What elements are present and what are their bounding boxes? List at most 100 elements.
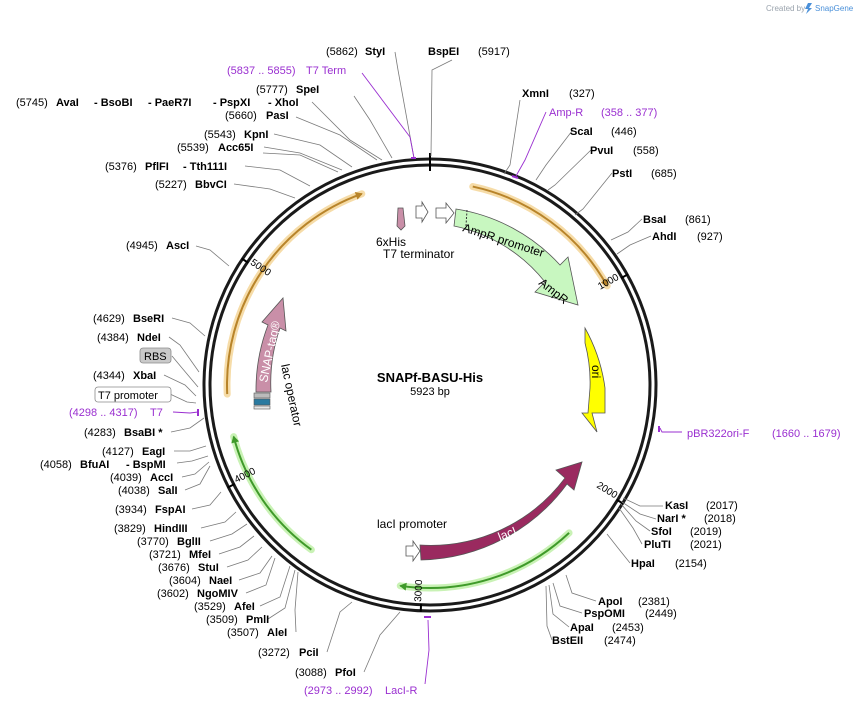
enzyme-acc65i-pos: (5539) — [177, 142, 209, 154]
enzyme-ngomiv-pos: (3602) — [157, 588, 189, 600]
enzyme-ndei[interactable]: NdeI — [137, 332, 161, 344]
t7-terminator-feature[interactable] — [415, 200, 429, 224]
enzyme-styi-pos: (5862) — [326, 46, 358, 58]
primer-ampr-range: (358 .. 377) — [601, 107, 657, 119]
credit-text: Created by — [766, 4, 805, 13]
t7-promoter-label: T7 promoter — [98, 390, 158, 402]
enzyme-pcii[interactable]: PciI — [299, 647, 319, 659]
enzyme-acci[interactable]: AccI — [150, 472, 173, 484]
enzyme-mfei[interactable]: MfeI — [189, 549, 211, 561]
enzyme-naei[interactable]: NaeI — [209, 575, 232, 587]
t7-promoter-box[interactable]: T7 promoter — [94, 386, 172, 403]
enzyme-pspxi[interactable]: - PspXI — [213, 97, 250, 109]
ava-line-pos: (5745) — [16, 97, 48, 109]
enzyme-afei[interactable]: AfeI — [234, 601, 255, 613]
enzyme-xmni[interactable]: XmnI — [522, 88, 549, 100]
laci-promoter-feature[interactable] — [405, 539, 421, 563]
tick-mark-2000 — [616, 498, 624, 505]
enzyme-pfoi[interactable]: PfoI — [335, 667, 356, 679]
enzyme-paer7i[interactable]: - PaeR7I — [148, 97, 191, 109]
enzyme-scai[interactable]: ScaI — [570, 126, 593, 138]
enzyme-bfuai[interactable]: BfuAI — [80, 459, 109, 471]
enzyme-pasi-pos: (5660) — [225, 110, 257, 122]
enzyme-pspomi[interactable]: PspOMI — [584, 608, 625, 620]
enzyme-psti[interactable]: PstI — [612, 168, 632, 180]
primer-labels: (5837 .. 5855) T7 Term Amp-R (358 .. 377… — [69, 65, 841, 697]
enzyme-asci[interactable]: AscI — [166, 240, 189, 252]
enzyme-stui[interactable]: StuI — [198, 562, 219, 574]
rbs-box[interactable]: RBS — [139, 347, 172, 364]
enzyme-apoi[interactable]: ApoI — [598, 596, 622, 608]
enzyme-psti-pos: (685) — [651, 168, 677, 180]
enzyme-styi[interactable]: StyI — [365, 46, 385, 58]
amp-promoter-feature[interactable] — [435, 201, 455, 225]
orf-arc-laci[interactable] — [396, 529, 573, 592]
enzyme-tth111i[interactable]: - Tth111I — [183, 161, 227, 173]
enzyme-acci-pos: (4039) — [110, 472, 142, 484]
enzyme-kpni[interactable]: KpnI — [244, 129, 268, 141]
enzyme-pvui-pos: (558) — [633, 145, 659, 157]
enzyme-hindiii[interactable]: HindIII — [154, 523, 188, 535]
rbs-label: RBS — [144, 351, 167, 363]
enzyme-pvui[interactable]: PvuI — [590, 145, 613, 157]
enzyme-bspmi[interactable]: - BspMI — [126, 459, 166, 471]
laci-feature[interactable] — [419, 461, 583, 561]
enzyme-ngomiv[interactable]: NgoMIV — [197, 588, 239, 600]
tick-label-3000: 3000 — [413, 579, 425, 602]
enzyme-pcii-pos: (3272) — [258, 647, 290, 659]
enzyme-sali[interactable]: SalI — [158, 485, 178, 497]
his-tag-feature[interactable] — [396, 207, 406, 231]
enzyme-bseri[interactable]: BseRI — [133, 313, 164, 325]
enzyme-nari[interactable]: NarI * — [657, 513, 686, 525]
enzyme-bbvci[interactable]: BbvCI — [195, 179, 227, 191]
enzyme-kasi[interactable]: KasI — [665, 500, 688, 512]
enzyme-bspei[interactable]: BspEI — [428, 46, 459, 58]
enzyme-bsai[interactable]: BsaI — [643, 214, 666, 226]
enzyme-pmli[interactable]: PmlI — [246, 614, 269, 626]
primer-laci-r-name[interactable]: LacI-R — [385, 685, 417, 697]
enzyme-bglii[interactable]: BglII — [177, 536, 201, 548]
enzyme-fspai-pos: (3934) — [115, 504, 147, 516]
backbone-inner — [208, 163, 652, 607]
enzyme-apai[interactable]: ApaI — [570, 622, 594, 634]
enzyme-afei-pos: (3529) — [194, 601, 226, 613]
enzyme-avai[interactable]: AvaI — [56, 97, 79, 109]
enzyme-xbai[interactable]: XbaI — [133, 370, 156, 382]
primer-t7term-name[interactable]: T7 Term — [306, 65, 346, 77]
primer-pbr-name[interactable]: pBR322ori-F — [687, 428, 750, 440]
enzyme-acc65i[interactable]: Acc65I — [218, 142, 253, 154]
enzyme-spei[interactable]: SpeI — [296, 84, 319, 96]
laci-label: lacI — [496, 524, 519, 544]
orf-arc-lower-left[interactable] — [230, 433, 315, 554]
enzyme-pasi[interactable]: PasI — [266, 110, 289, 122]
ampr-feature[interactable] — [453, 208, 579, 306]
leader-lines — [163, 51, 682, 685]
enzyme-bsabi[interactable]: BsaBI * — [124, 427, 163, 439]
enzyme-apoi-pos: (2381) — [638, 596, 670, 608]
enzyme-xhoi[interactable]: - XhoI — [268, 97, 299, 109]
enzyme-hpai[interactable]: HpaI — [631, 558, 655, 570]
primer-marks — [197, 157, 660, 618]
enzyme-sfoi[interactable]: SfoI — [651, 526, 672, 538]
primer-t7-name[interactable]: T7 — [150, 407, 163, 419]
orf-arc-amp[interactable] — [469, 183, 611, 290]
enzyme-bsteii[interactable]: BstEII — [552, 635, 583, 647]
orf-arc-snap[interactable] — [223, 190, 366, 398]
enzyme-eagi[interactable]: EagI — [142, 446, 165, 458]
enzyme-fspai[interactable]: FspAI — [155, 504, 186, 516]
ori-feature[interactable] — [581, 326, 606, 433]
enzyme-hindiii-pos: (3829) — [114, 523, 146, 535]
enzyme-bspei-pos: (5917) — [478, 46, 510, 58]
enzyme-alei[interactable]: AleI — [267, 627, 287, 639]
primer-ampr-name[interactable]: Amp-R — [549, 107, 583, 119]
enzyme-asci-pos: (4945) — [126, 240, 158, 252]
his-label: 6xHis — [376, 235, 406, 249]
enzyme-pluti[interactable]: PluTI — [644, 539, 671, 551]
brand-name: SnapGene — [815, 4, 854, 13]
tick-mark-5000 — [241, 257, 249, 264]
lac-operator-feature[interactable] — [253, 392, 271, 410]
enzyme-bsobi[interactable]: - BsoBI — [94, 97, 133, 109]
enzyme-pflfi[interactable]: PflFI — [145, 161, 169, 173]
snap-tag-feature[interactable] — [255, 297, 287, 393]
enzyme-ahdi[interactable]: AhdI — [652, 231, 676, 243]
